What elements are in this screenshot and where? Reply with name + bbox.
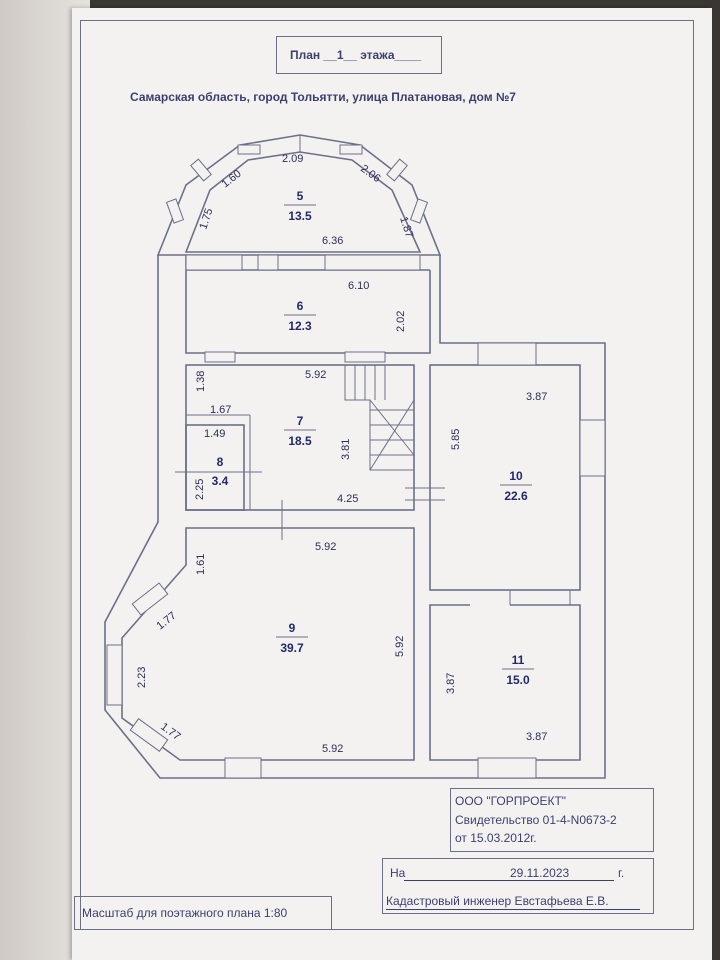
svg-text:1.60: 1.60 bbox=[219, 168, 243, 191]
svg-text:5: 5 bbox=[297, 189, 304, 203]
room-10-label: 10 22.6 bbox=[500, 469, 532, 503]
svg-text:1.61: 1.61 bbox=[195, 554, 207, 575]
cadastral-engineer: Кадастровый инженер Евстафьева Е.В. bbox=[386, 894, 609, 908]
svg-text:5.92: 5.92 bbox=[305, 369, 326, 381]
date-prefix: На bbox=[390, 866, 406, 880]
svg-text:5.92: 5.92 bbox=[394, 636, 406, 657]
company-box bbox=[450, 788, 654, 852]
room-7-label: 7 18.5 bbox=[284, 414, 316, 448]
svg-text:2.06: 2.06 bbox=[358, 163, 382, 185]
svg-text:1.38: 1.38 bbox=[195, 371, 207, 392]
svg-text:3.87: 3.87 bbox=[526, 391, 547, 403]
svg-text:1.75: 1.75 bbox=[197, 207, 215, 231]
plan-title: План __1__ этажа____ bbox=[290, 48, 422, 62]
svg-text:22.6: 22.6 bbox=[504, 489, 528, 503]
svg-text:1.49: 1.49 bbox=[204, 428, 225, 440]
room-5-walls bbox=[156, 134, 442, 256]
drawing-frame bbox=[80, 20, 694, 930]
company-certificate: Свидетельство 01-4-N0673-2 bbox=[455, 813, 617, 827]
svg-text:12.3: 12.3 bbox=[288, 319, 312, 333]
plan-title-box bbox=[276, 36, 442, 74]
room-9-label: 9 39.7 bbox=[276, 621, 308, 655]
svg-text:5.92: 5.92 bbox=[322, 743, 343, 755]
company-name: ООО "ГОРПРОЕКТ" bbox=[455, 794, 567, 808]
svg-text:9: 9 bbox=[289, 621, 296, 635]
svg-text:2.25: 2.25 bbox=[194, 479, 206, 500]
svg-text:18.5: 18.5 bbox=[288, 434, 312, 448]
svg-text:3.4: 3.4 bbox=[212, 474, 229, 488]
svg-text:1.77: 1.77 bbox=[154, 610, 178, 633]
svg-text:5.85: 5.85 bbox=[450, 429, 462, 450]
svg-text:6.10: 6.10 bbox=[348, 280, 369, 292]
scale-box bbox=[74, 896, 332, 930]
date-suffix: г. bbox=[618, 866, 625, 880]
svg-text:15.0: 15.0 bbox=[506, 673, 530, 687]
signature-box bbox=[382, 858, 654, 914]
engineer-underline bbox=[386, 909, 640, 910]
date-value: 29.11.2023 bbox=[510, 866, 570, 880]
svg-text:6.36: 6.36 bbox=[322, 235, 343, 247]
main-walls bbox=[104, 254, 606, 779]
scale-note: Масштаб для поэтажного плана 1:80 bbox=[82, 906, 288, 920]
svg-text:13.5: 13.5 bbox=[288, 209, 312, 223]
room-8-label: 8 3.4 bbox=[212, 455, 229, 488]
svg-text:3.87: 3.87 bbox=[526, 731, 547, 743]
svg-text:39.7: 39.7 bbox=[280, 641, 304, 655]
svg-text:1.67: 1.67 bbox=[210, 404, 231, 416]
svg-text:2.02: 2.02 bbox=[395, 311, 407, 332]
room-6-label: 6 12.3 bbox=[284, 299, 316, 333]
svg-text:3.87: 3.87 bbox=[445, 673, 457, 694]
address: Самарская область, город Тольятти, улица… bbox=[130, 90, 516, 104]
svg-text:5.92: 5.92 bbox=[315, 541, 336, 553]
svg-text:11: 11 bbox=[512, 653, 525, 667]
room-5-label: 5 13.5 bbox=[284, 189, 316, 223]
svg-text:4.25: 4.25 bbox=[337, 493, 358, 505]
company-cert-date: от 15.03.2012г. bbox=[455, 831, 537, 845]
date-underline bbox=[404, 880, 614, 881]
svg-text:2.09: 2.09 bbox=[282, 153, 303, 165]
svg-text:2.23: 2.23 bbox=[136, 667, 148, 688]
svg-text:6: 6 bbox=[297, 299, 304, 313]
svg-text:7: 7 bbox=[297, 414, 304, 428]
svg-text:8: 8 bbox=[217, 455, 224, 469]
svg-text:3.81: 3.81 bbox=[340, 439, 352, 460]
svg-text:10: 10 bbox=[509, 469, 523, 483]
room-11-label: 11 15.0 bbox=[502, 653, 534, 687]
dimension-labels: 2.09 1.60 2.06 1.75 1.87 6.36 6.10 2.02 … bbox=[136, 153, 547, 755]
